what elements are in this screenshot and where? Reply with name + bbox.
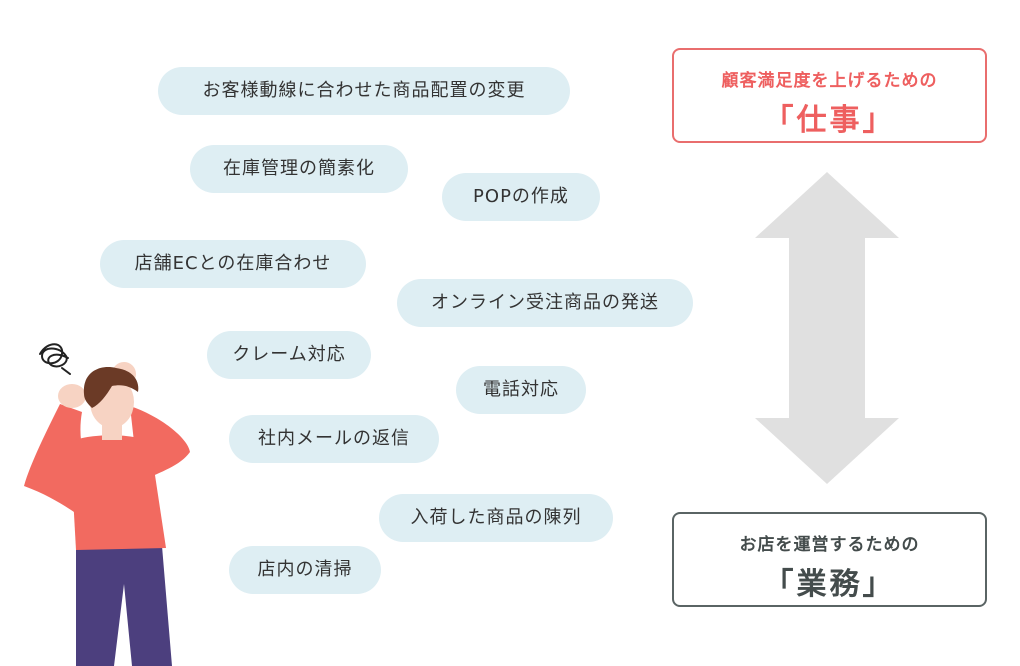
work-title: 「仕事」: [763, 103, 896, 138]
double-arrow-icon: [755, 172, 899, 484]
operations-label-box: お店を運営するための 「業務」: [672, 512, 987, 607]
work-label-box: 顧客満足度を上げるための 「仕事」: [672, 48, 987, 143]
task-bubble-claims: クレーム対応: [207, 331, 371, 379]
operations-subtitle: お店を運営するための: [739, 535, 920, 555]
scribble-icon: [39, 343, 71, 375]
task-bubble-email: 社内メールの返信: [229, 415, 439, 463]
task-bubble-phone: 電話対応: [456, 366, 586, 414]
task-bubble-ec-stock: 店舗ECとの在庫合わせ: [100, 240, 366, 288]
task-bubble-display: 入荷した商品の陳列: [379, 494, 613, 542]
worried-person-illustration: [24, 343, 190, 666]
task-bubble-cleaning: 店内の清掃: [229, 546, 381, 594]
task-bubble-pop: POPの作成: [442, 173, 600, 221]
operations-title: 「業務」: [763, 567, 896, 602]
task-bubble-customer-flow: お客様動線に合わせた商品配置の変更: [158, 67, 570, 115]
task-bubble-inventory: 在庫管理の簡素化: [190, 145, 408, 193]
task-bubble-online-shipping: オンライン受注商品の発送: [397, 279, 693, 327]
work-subtitle: 顧客満足度を上げるための: [721, 71, 938, 91]
